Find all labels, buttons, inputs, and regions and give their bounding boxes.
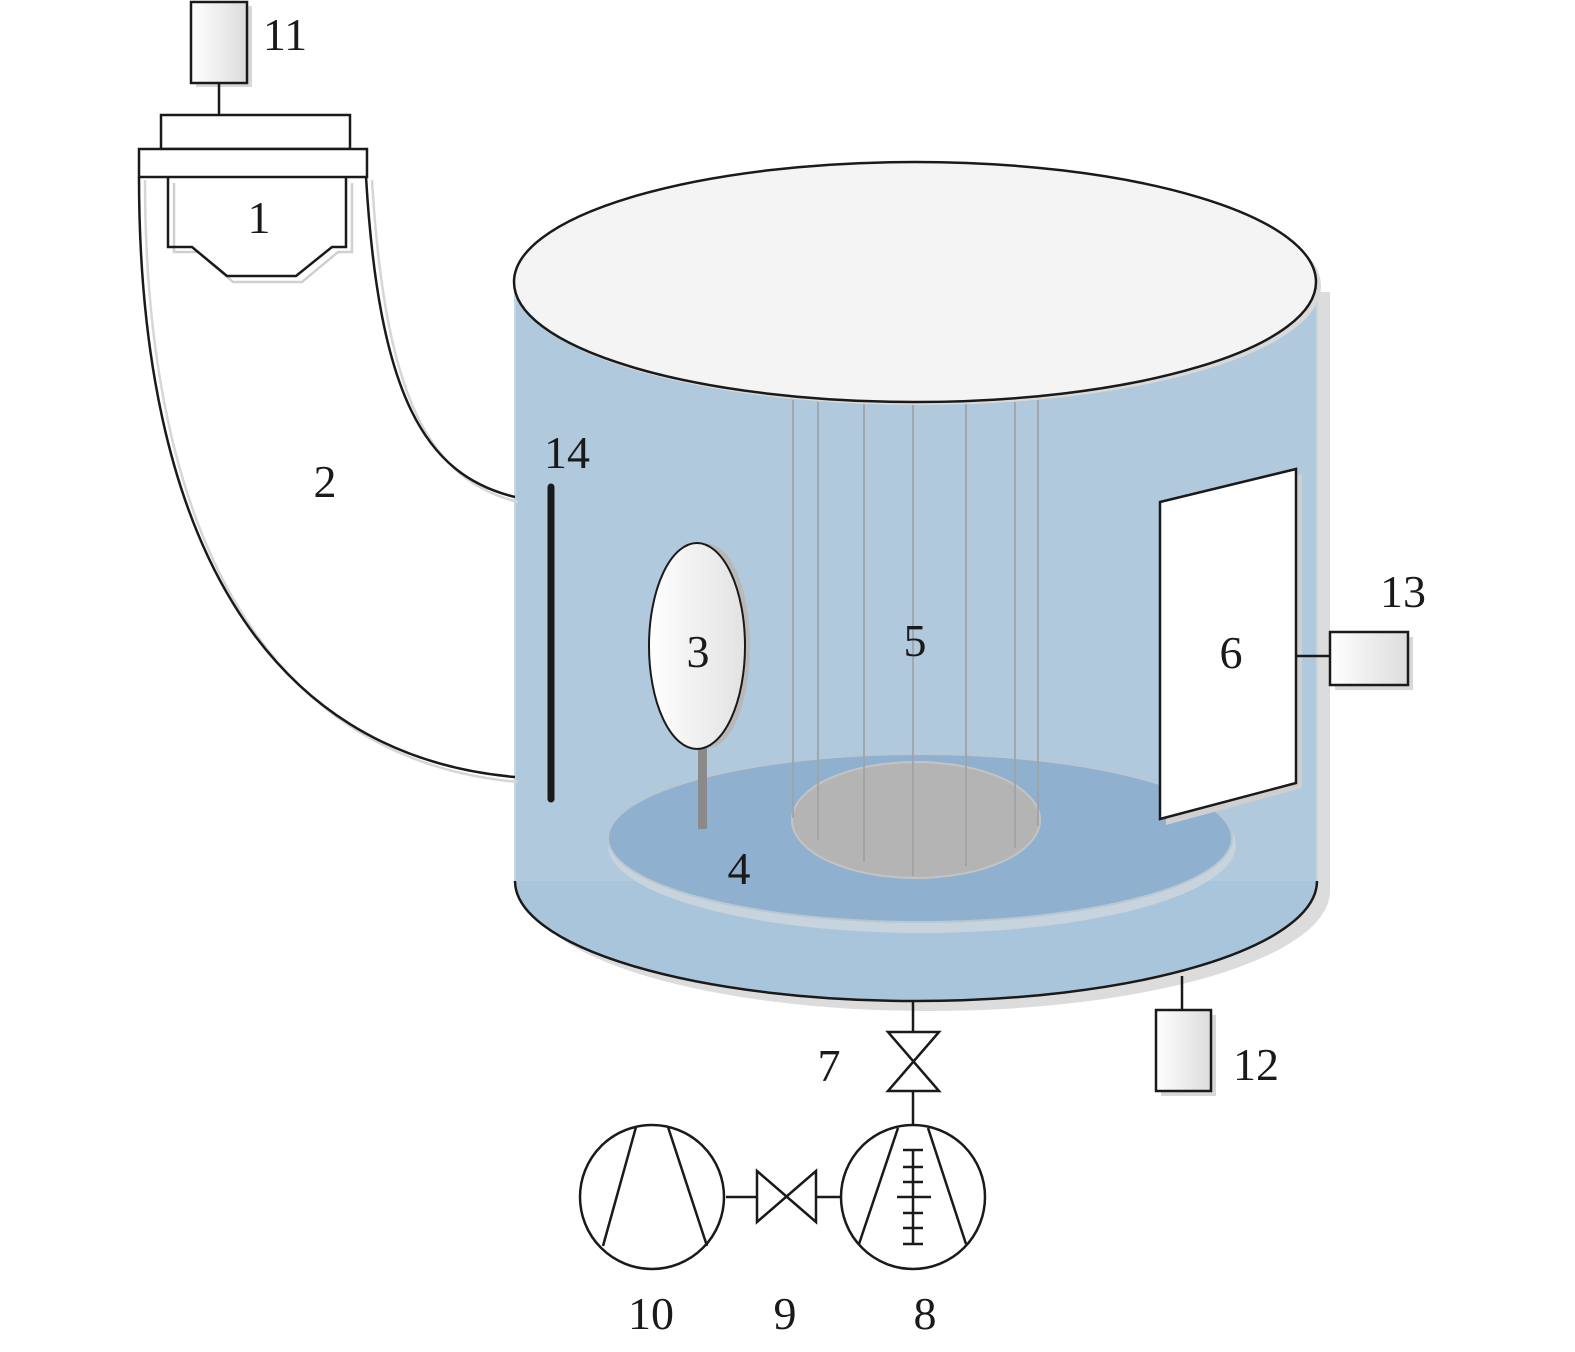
label-7: 7 [818,1040,841,1091]
substrate-disc [607,753,1236,933]
chamber-bottom-edge [513,880,1319,1003]
gauge-box-12 [1154,976,1216,1096]
labels: 1 2 3 4 5 6 7 8 9 10 11 12 13 14 [248,9,1427,1339]
label-12: 12 [1233,1039,1279,1090]
valve-7-icon [885,1001,942,1128]
round-target-3 [648,542,750,829]
molecular-pump-8-icon [839,1123,987,1271]
source-box-11 [189,0,252,115]
label-8: 8 [914,1288,937,1339]
label-14: 14 [544,427,590,478]
label-10: 10 [628,1288,674,1339]
label-11: 11 [263,9,307,60]
label-6: 6 [1220,627,1243,678]
mechanical-pump-10-icon [578,1123,726,1271]
label-2: 2 [314,456,337,507]
label-3: 3 [687,626,710,677]
label-4: 4 [728,843,751,894]
chamber-lid [512,160,1321,405]
beam-lines [792,400,1039,876]
label-13: 13 [1380,566,1426,617]
label-1: 1 [248,192,271,243]
label-5: 5 [904,615,927,666]
transfer-duct [137,176,519,784]
source-head-1 [137,113,369,284]
label-9: 9 [774,1288,797,1339]
center-spot [791,761,1041,879]
rect-target-6 [1158,467,1330,825]
box-13 [1328,630,1413,690]
valve-9-icon [726,1168,841,1225]
